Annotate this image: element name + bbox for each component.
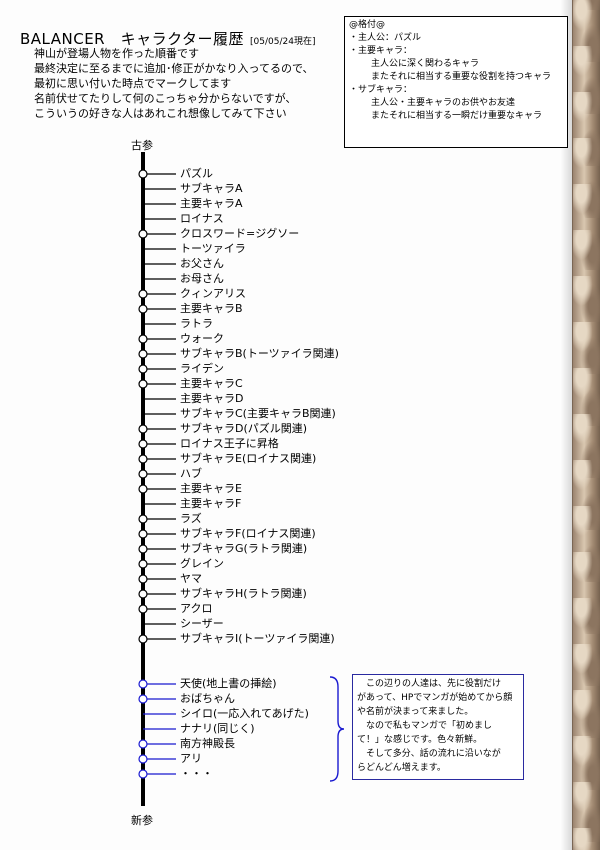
character-entry: サブキャラI(トーツァイラ関連) [180,632,335,645]
legend-line: 主人公・主要キャラのお供やお友達 [371,98,516,108]
character-entry: サブキャラD(パズル関連) [180,422,308,435]
timeline-node [138,754,148,764]
legend-line: またそれに相当する重要な役割を持つキャラ [371,72,552,82]
note-line: なので私もマンガで「初めまし [357,721,493,731]
timeline-node [138,544,148,554]
character-entry: サブキャラA [180,182,243,195]
timeline-node [138,454,148,464]
character-entry: ヤマ [180,572,202,585]
character-entry: 主要キャラB [180,302,243,315]
legend-line: ・サブキャラ： [349,85,413,95]
new-characters-note: この辺りの人達は、先に役割だけ があって、HPでマンガが始めてから顔 や名前が決… [352,674,524,780]
character-entry: 主要キャラA [180,197,243,210]
timeline-node [138,349,148,359]
new-group-brace [329,676,345,782]
new-character-entry: 天使(地上書の挿絵) [180,677,277,690]
timeline-node [138,304,148,314]
character-entry: ラトラ [180,317,213,330]
note-line: があって、HPでマンガが始めてから顔 [357,693,513,703]
timeline-node [138,439,148,449]
intro-line: こういうの好きな人はあれこれ想像してみて下さい [34,107,287,120]
note-line: そして多分、話の流れに沿いなが [357,749,501,759]
timeline-node [138,469,148,479]
intro-line: 神山が登場人物を作った順番です [34,47,199,60]
character-entry: アクロ [180,602,213,615]
timeline-node [138,769,148,779]
update-date: [05/05/24現在] [250,37,316,47]
intro-text: 神山が登場人物を作った順番です 最終決定に至るまでに追加･修正がかなり入ってるの… [34,46,314,121]
character-entry: シーザー [180,617,224,630]
intro-line: 名前伏せてたりして何のこっちゃ分からないですが、 [34,92,297,105]
character-entry: ラズ [180,512,202,525]
rank-legend-box: @格付@ ・主人公：パズル ・主要キャラ： 主人公に深く関わるキャラ またそれに… [344,16,568,148]
intro-line: 最初に思い付いた時点でマークしてます [34,77,232,90]
end-label: 新参 [131,814,153,827]
character-entry: 主要キャラC [180,377,243,390]
character-entry: サブキャラG(ラトラ関連) [180,542,308,555]
character-entry: トーツァイラ [180,242,246,255]
timeline-node [138,604,148,614]
timeline-node [138,574,148,584]
timeline-node [138,364,148,374]
timeline-node [138,379,148,389]
character-entry: 主要キャラD [180,392,244,405]
legend-line: ・主人公：パズル [349,33,422,43]
page-title: BALANCER キャラクター履歴 [05/05/24現在] [20,28,315,49]
timeline-node [138,289,148,299]
character-entry: お母さん [180,272,224,285]
new-character-entry: アリ [180,752,202,765]
character-entry: サブキャラF(ロイナス関連) [180,527,316,540]
timeline-node [138,229,148,239]
title-text: BALANCER キャラクター履歴 [20,30,245,48]
timeline-node [138,559,148,569]
intro-line: 最終決定に至るまでに追加･修正がかなり入ってるので、 [34,62,314,75]
legend-heading: @格付@ [349,20,386,30]
timeline-node [138,514,148,524]
note-line: らどんどん増えます。 [357,763,446,773]
legend-line: ・主要キャラ： [349,46,413,56]
timeline-node [138,334,148,344]
character-entry: ロイナス王子に昇格 [180,437,279,450]
character-entry: サブキャラH(ラトラ関連) [180,587,307,600]
legend-line: またそれに相当する一瞬だけ重要なキャラ [371,111,543,121]
new-character-entry: 南方神殿長 [180,737,235,750]
note-line: この辺りの人達は、先に役割だけ [357,679,502,689]
timeline-node [138,634,148,644]
character-entry: ライデン [180,362,224,375]
timeline-node [138,424,148,434]
page-edge-shadow [560,0,572,850]
character-entry: 主要キャラE [180,482,242,495]
timeline-node [138,169,148,179]
note-line: や名前が決まって来ました。 [357,707,474,717]
character-entry: サブキャラE(ロイナス関連) [180,452,317,465]
new-character-entry: ・・・ [180,767,213,780]
timeline-node [138,679,148,689]
stone-border-decoration [572,0,600,850]
timeline-node [138,694,148,704]
character-entry: ハブ [180,467,202,480]
start-label: 古参 [131,139,153,152]
new-character-entry: おばちゃん [180,692,235,705]
character-entry: サブキャラC(主要キャラB関連) [180,407,336,420]
character-entry: サブキャラB(トーツァイラ関連) [180,347,339,360]
character-entry: ウォーク [180,332,224,345]
character-entry: ロイナス [180,212,224,225]
timeline-node [138,739,148,749]
new-character-entry: ナナリ(同じく) [180,722,255,735]
note-line: て！」な感じです。色々新鮮。 [357,735,483,745]
character-entry: お父さん [180,257,224,270]
new-character-entry: シイロ(一応入れてあげた) [180,707,309,720]
timeline-node [138,484,148,494]
character-entry: クィンアリス [180,287,246,300]
legend-line: 主人公に深く関わるキャラ [371,59,480,69]
timeline-node [138,529,148,539]
character-entry: グレイン [180,557,224,570]
timeline-node [138,589,148,599]
character-entry: 主要キャラF [180,497,242,510]
character-entry: クロスワード=ジグソー [180,227,300,240]
character-entry: パズル [180,167,213,180]
